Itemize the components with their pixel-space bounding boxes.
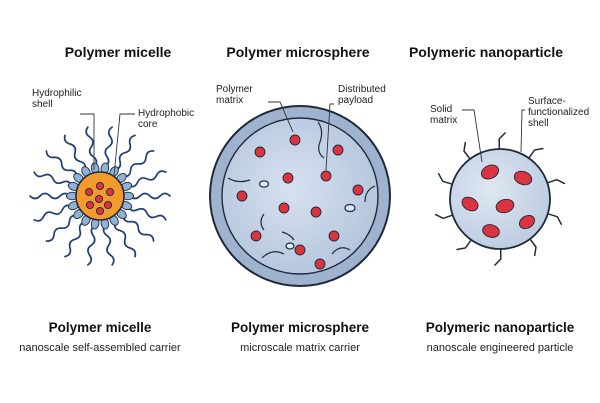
micelle-tail bbox=[63, 134, 87, 171]
microsphere-caption-sub: microscale matrix carrier bbox=[240, 342, 360, 354]
nanoparticle-ligand bbox=[434, 213, 454, 220]
label-surface-functionalized-shell: Surface- functionalized shell bbox=[528, 96, 590, 129]
nanoparticle-ligand bbox=[498, 132, 506, 150]
micelle-tail bbox=[45, 150, 78, 178]
nanoparticle-graphic bbox=[434, 109, 566, 266]
label-solid-matrix: Solid matrix bbox=[430, 104, 458, 126]
micelle-tail bbox=[127, 170, 167, 188]
nanoparticle-ligand bbox=[546, 178, 566, 185]
microsphere-caption-title: Polymer microsphere bbox=[230, 320, 370, 335]
micelle-tail bbox=[45, 214, 78, 242]
micelle-tail bbox=[33, 204, 73, 222]
label-hydrophobic-core: Hydrophobic core bbox=[138, 108, 195, 130]
label-polymer-matrix: Polymer matrix bbox=[216, 84, 253, 106]
micelle-tail bbox=[127, 205, 167, 221]
nanoparticle-ligand bbox=[529, 238, 537, 257]
micelle-tail bbox=[64, 221, 86, 258]
micelle-title: Polymer micelle bbox=[64, 44, 172, 60]
nanoparticle-caption-title: Polymeric nanoparticle bbox=[425, 320, 575, 335]
label-hydrophilic-shell: Hydrophilic shell bbox=[32, 88, 82, 110]
microsphere-title: Polymer microsphere bbox=[226, 44, 370, 60]
microsphere-graphic bbox=[209, 101, 391, 287]
micelle-payload bbox=[84, 181, 115, 216]
micelle-caption-sub: nanoscale self-assembled carrier bbox=[19, 342, 181, 354]
nanoparticle-caption-sub: nanoscale engineered particle bbox=[426, 342, 574, 354]
micelle-tail bbox=[33, 171, 73, 187]
nanoparticle-ligand bbox=[528, 147, 544, 159]
micelle-tail bbox=[114, 134, 136, 171]
micelle-tail bbox=[129, 192, 171, 200]
microsphere-payload bbox=[236, 134, 364, 270]
micelle-tail bbox=[122, 214, 155, 242]
micelle-tail bbox=[122, 150, 155, 178]
micelle-tails bbox=[29, 126, 171, 266]
nanoparticle-ligand bbox=[547, 213, 563, 225]
nanoparticle-payload bbox=[461, 164, 535, 238]
micelle-caption-title: Polymer micelle bbox=[48, 320, 152, 335]
micelle-graphic bbox=[29, 113, 171, 266]
micelle-tail bbox=[113, 221, 137, 258]
nanoparticle-title: Polymeric nanoparticle bbox=[408, 44, 564, 60]
label-distributed-payload: Distributed payload bbox=[338, 84, 386, 106]
micelle-tail bbox=[104, 126, 114, 168]
nanoparticle-ligand bbox=[456, 239, 472, 251]
nanoparticle-ligands bbox=[434, 132, 566, 266]
nanoparticle-ligand bbox=[463, 141, 471, 160]
nanoparticle-ligand bbox=[494, 248, 502, 266]
micelle-tail bbox=[86, 224, 96, 266]
nanoparticle-ligand bbox=[437, 173, 453, 185]
micelle-tail bbox=[85, 126, 98, 168]
micelle-tail bbox=[29, 192, 71, 200]
micelle-tail bbox=[102, 224, 115, 266]
